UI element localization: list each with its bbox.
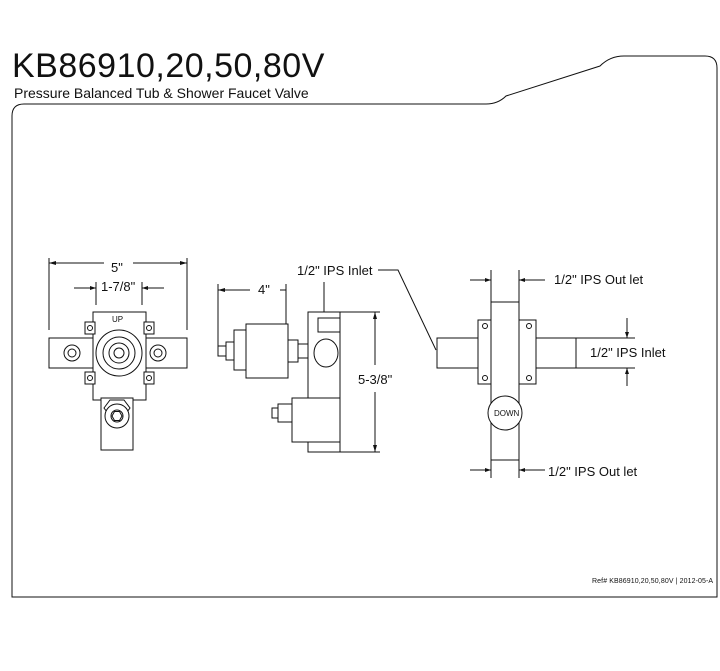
- sheet-border: [11, 55, 718, 598]
- side-depth: 4": [258, 282, 270, 297]
- model-number: KB86910,20,50,80V: [12, 47, 325, 85]
- side-inlet-label: 1/2" IPS Inlet: [297, 263, 373, 278]
- rear-bottom-outlet-label: 1/2" IPS Out let: [548, 464, 638, 479]
- rear-top-outlet-label: 1/2" IPS Out let: [554, 272, 644, 287]
- rear-view: [378, 269, 635, 478]
- up-label: UP: [112, 315, 123, 324]
- side-view: [217, 282, 380, 453]
- front-overall-width: 5": [111, 260, 123, 275]
- down-label: DOWN: [494, 409, 520, 418]
- front-inner-width: 1-7/8": [101, 279, 136, 294]
- reference-number: Ref# KB86910,20,50,80V | 2012-05-A: [592, 578, 714, 585]
- rear-side-inlet-label: 1/2" IPS Inlet: [590, 345, 666, 360]
- side-height: 5-3/8": [358, 372, 393, 387]
- front-view: [48, 258, 188, 451]
- product-description: Pressure Balanced Tub & Shower Faucet Va…: [14, 85, 309, 101]
